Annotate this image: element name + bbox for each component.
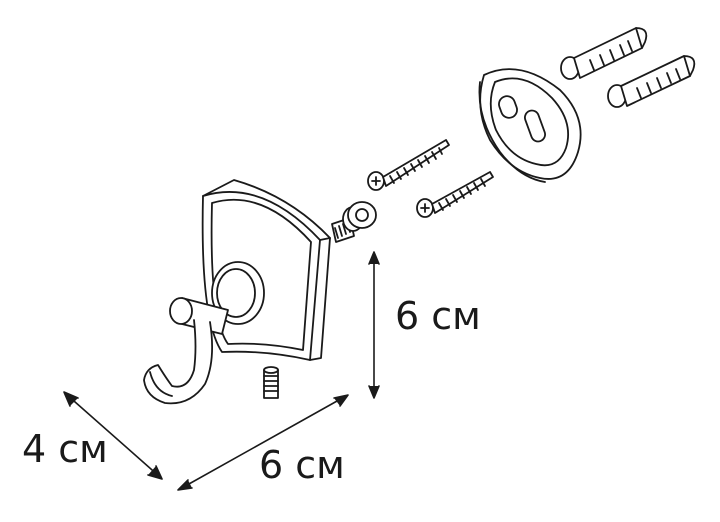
- wall-plug-icon: [607, 55, 696, 108]
- height-dimension-label: 6 см: [395, 294, 481, 338]
- width-dimension-label: 6 см: [259, 443, 345, 487]
- wall-plug-icon: [560, 27, 648, 80]
- width-dimension-arrow: [177, 394, 349, 491]
- hook-body-icon: [201, 179, 331, 361]
- mounting-plate-icon: [478, 68, 582, 183]
- depth-dimension-label: 4 см: [22, 427, 108, 471]
- wood-screw-icon: [367, 139, 450, 191]
- depth-dimension-arrow: [63, 391, 163, 480]
- set-screw-icon: [263, 366, 279, 399]
- height-dimension-arrow: [368, 251, 380, 399]
- hook-icon: [143, 297, 229, 405]
- bolt-with-washer-icon: [331, 201, 377, 243]
- wood-screw-icon: [416, 171, 494, 218]
